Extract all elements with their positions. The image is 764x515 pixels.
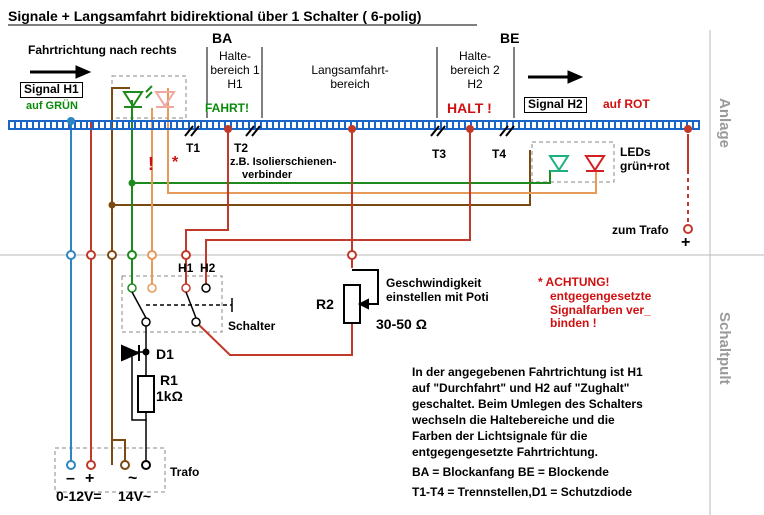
poti-line2: einstellen mit Poti — [386, 289, 489, 304]
desc-line6: entgegengesetzte Fahrtrichtung. — [412, 445, 599, 459]
label-h1: H1 — [178, 261, 194, 275]
label-t3: T3 — [432, 147, 447, 161]
signal-h2-box — [531, 141, 615, 183]
direction-arrow-right — [528, 70, 584, 84]
wire-green-h2 — [132, 170, 551, 184]
label-h2: H2 — [200, 261, 216, 275]
desc-line1: In der angegebenen Fahrtrichtung ist H1 — [412, 365, 643, 379]
achtung-line2: entgegengesetzte — [550, 288, 652, 303]
label-trafo: Trafo — [170, 465, 200, 479]
wire-brown-trafo — [111, 420, 126, 461]
signal-h1-box — [111, 75, 187, 119]
leds-line2: grün+rot — [620, 158, 670, 173]
diode-d1 — [121, 344, 141, 362]
track-separations — [184, 125, 515, 137]
poti-line1: Geschwindigkeit — [386, 276, 482, 290]
langsam-line2: bereich — [330, 76, 370, 91]
legend-ba-be: BA = Blockanfang BE = Blockende — [412, 465, 609, 479]
label-poti: Geschwindigkeit einstellen mit Poti — [386, 276, 489, 305]
isolier-line1: z.B. Isolierschienen- — [230, 156, 337, 168]
direction-arrow-left — [30, 65, 92, 79]
label-haltebereich-1: Halte- bereich 1 H1 — [205, 49, 265, 91]
trafo-terminals — [66, 460, 151, 470]
halte2-line1: Halte- — [458, 49, 491, 63]
label-be: BE — [500, 30, 520, 46]
label-haltebereich-2: Halte- bereich 2 H2 — [440, 49, 510, 91]
langsam-line1: Langsamfahrt- — [311, 63, 389, 77]
label-d1: D1 — [156, 346, 174, 362]
achtung-line3: Signalfarben ver_ — [550, 302, 651, 317]
wire-brown-signal — [111, 87, 130, 205]
halte2-line2: bereich 2 — [450, 62, 500, 77]
label-star: * — [172, 154, 179, 171]
label-plus-right: + — [681, 234, 691, 251]
label-exclamation: ! — [148, 154, 154, 174]
label-ac-symbol: ~ — [128, 470, 138, 487]
track-nodes — [67, 117, 692, 133]
legend-t1-t4: T1-T4 = Trennstellen,D1 = Schutzdiode — [412, 485, 633, 499]
desc-line5: Farben der Lichtsignale für die — [412, 429, 588, 443]
label-schalter: Schalter — [228, 319, 276, 333]
label-fahrtrichtung: Fahrtrichtung nach rechts — [28, 43, 177, 57]
label-minus: – — [66, 470, 75, 487]
terminals-top — [66, 250, 357, 260]
label-0-12v: 0-12V= — [56, 488, 102, 504]
junction-dots — [108, 179, 150, 356]
wire-brown-top — [112, 150, 531, 206]
achtung-line1: * ACHTUNG! — [538, 275, 610, 289]
leds-line1: LEDs — [620, 145, 651, 159]
label-langsamfahrt: Langsamfahrt- bereich — [300, 63, 400, 92]
wire-red-h2 — [205, 128, 471, 285]
label-plus: + — [85, 470, 95, 487]
wire-orange-h2 — [167, 88, 597, 194]
label-signal-h1: Signal H1 — [20, 82, 83, 98]
note-achtung: * ACHTUNG! entgegengesetzte Signalfarben… — [538, 275, 652, 331]
wire-red-poti — [195, 321, 353, 356]
label-r1: R1 — [160, 372, 178, 388]
label-t4: T4 — [492, 147, 507, 161]
led-h2-green-faded — [548, 155, 570, 172]
label-ba: BA — [212, 30, 233, 46]
switch-terminals — [127, 283, 211, 327]
area-separators — [206, 47, 515, 118]
label-leds: LEDs grün+rot — [620, 145, 670, 174]
label-zum-trafo: zum Trafo — [612, 223, 669, 237]
wires — [70, 87, 689, 465]
switch-levers — [131, 291, 233, 319]
resistor-r1 — [137, 375, 155, 413]
label-r1-value: 1kΩ — [156, 388, 183, 404]
terminal-zum-trafo — [683, 224, 693, 234]
note-description: In der angegebenen Fahrtrichtung ist H1 … — [412, 364, 643, 460]
label-t1: T1 — [186, 141, 201, 155]
label-auf-gruen: auf GRÜN — [26, 100, 78, 112]
led-h2-red — [584, 155, 606, 172]
halte1-line3: H1 — [227, 76, 243, 91]
label-halt: HALT ! — [447, 100, 492, 116]
led-h1-red-faded — [154, 91, 176, 108]
label-isolierschienen: z.B. Isolierschienen- verbinder — [230, 156, 336, 181]
label-signal-h2: Signal H2 — [524, 97, 587, 113]
desc-line2: auf "Durchfahrt" und H2 auf "Zughalt" — [412, 381, 630, 395]
switch-box — [121, 275, 223, 333]
led-h1-green — [122, 85, 153, 108]
desc-line4: wechseln die Haltebereiche und die — [412, 413, 615, 427]
label-14v: 14V~ — [118, 488, 152, 504]
halte1-line2: bereich 1 — [210, 62, 260, 77]
isolier-line2: verbinder — [242, 168, 293, 181]
label-anlage: Anlage — [716, 98, 733, 149]
label-fahrt: FAHRT! — [205, 101, 249, 115]
label-schaltpult: Schaltpult — [716, 312, 733, 385]
label-auf-rot: auf ROT — [603, 97, 650, 111]
achtung-line4: binden ! — [550, 316, 597, 331]
label-r2: R2 — [316, 296, 334, 312]
potentiometer-r2 — [343, 269, 379, 324]
halte1-line1: Halte- — [218, 49, 251, 63]
label-t2: T2 — [234, 141, 249, 155]
page-title: Signale + Langsamfahrt bidirektional übe… — [8, 8, 422, 24]
desc-line3: geschaltet. Beim Umlegen des Schalters — [412, 397, 643, 411]
halte2-line3: H2 — [467, 76, 483, 91]
label-ohm: 30-50 Ω — [376, 316, 427, 332]
